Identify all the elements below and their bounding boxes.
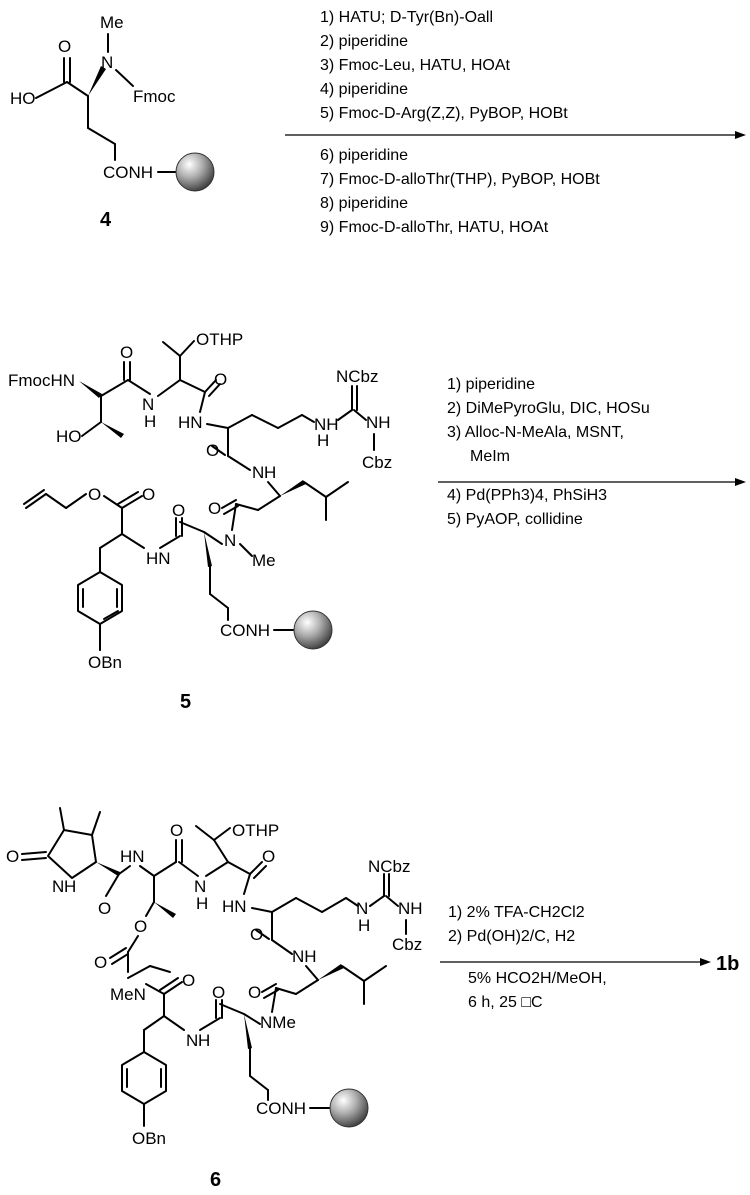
step1-line8: 8) piperidine bbox=[320, 195, 408, 212]
compound-6: O N H O HN O N H O O OTHP bbox=[6, 807, 423, 1191]
c5-hn1-label: HN bbox=[178, 413, 203, 432]
c5-number: 5 bbox=[180, 691, 191, 713]
c6-men-label: MeN bbox=[110, 985, 146, 1004]
c6-o-lac-label: O bbox=[134, 917, 147, 936]
c4-number: 4 bbox=[100, 209, 112, 231]
c5-o5-label: O bbox=[172, 501, 185, 520]
c4-fmoc-label: Fmoc bbox=[133, 87, 176, 106]
step3-line4: 6 h, 25 □C bbox=[468, 994, 543, 1011]
c6-cbz-label: Cbz bbox=[392, 935, 422, 954]
c6-h2-label: H bbox=[358, 916, 370, 935]
c6-h3-label: H bbox=[198, 1031, 210, 1050]
c5-nh1-label: NH bbox=[314, 415, 339, 434]
c5-ho-label: HO bbox=[56, 427, 82, 446]
c5-fmochn-label: FmocHN bbox=[8, 371, 75, 390]
c5-hn2-label: HN bbox=[146, 549, 171, 568]
c5-n2-label: N bbox=[224, 531, 236, 550]
c5-nh3-label: N bbox=[252, 463, 264, 482]
c5-ncbz-label: NCbz bbox=[336, 367, 379, 386]
c6-o5-label: O bbox=[250, 925, 263, 944]
step2: 1) piperidine 2) DiMePyroGlu, DIC, HOSu … bbox=[438, 376, 746, 528]
c6-ncbz-label: NCbz bbox=[368, 857, 411, 876]
compound-4: Me N Fmoc O HO CONH 4 bbox=[10, 13, 215, 231]
step1-line4: 4) piperidine bbox=[320, 81, 408, 98]
c5-o2-label: O bbox=[214, 370, 227, 389]
c4-resin-bead bbox=[175, 152, 215, 192]
step1-line2: 2) piperidine bbox=[320, 33, 408, 50]
svg-text:H: H bbox=[264, 463, 276, 482]
c4-n-label: N bbox=[101, 53, 113, 72]
step3-line3: 5% HCO2H/MeOH, bbox=[468, 970, 607, 987]
c6-hn-label: HN bbox=[120, 847, 145, 866]
step1-line3: 3) Fmoc-Leu, HATU, HOAt bbox=[320, 57, 511, 74]
step2-line2: 2) DiMePyroGlu, DIC, HOSu bbox=[447, 400, 650, 417]
c5-h2-label: H bbox=[317, 431, 329, 450]
c6-o-ala-label: O bbox=[182, 971, 195, 990]
c6-n2-label: N bbox=[356, 899, 368, 918]
c5-o6-label: O bbox=[142, 485, 155, 504]
c5-conh-label: CONH bbox=[220, 621, 270, 640]
c6-nh1-label: NH bbox=[398, 899, 423, 918]
c4-conh-label: CONH bbox=[103, 163, 153, 182]
c6-nme-label: NMe bbox=[260, 1013, 296, 1032]
step3-line1: 1) 2% TFA-CH2Cl2 bbox=[448, 904, 585, 921]
c5-othp-label: OTHP bbox=[196, 330, 243, 349]
c6-nh2-label: NH bbox=[292, 947, 317, 966]
step2-line1: 1) piperidine bbox=[447, 376, 535, 393]
c5-o3-label: O bbox=[206, 441, 219, 460]
c6-resin-bead bbox=[329, 1088, 369, 1128]
c6-o4-label: O bbox=[262, 847, 275, 866]
c5-nh2-label: NH bbox=[366, 413, 391, 432]
c6-o7-label: O bbox=[212, 983, 225, 1002]
step1-line5: 5) Fmoc-D-Arg(Z,Z), PyBOP, HOBt bbox=[320, 105, 568, 122]
c6-number: 6 bbox=[210, 1169, 221, 1191]
c6-o2-label: O bbox=[170, 821, 183, 840]
c6-o-py-label: O bbox=[6, 847, 19, 866]
step1-line6: 6) piperidine bbox=[320, 147, 408, 164]
step3-line2: 2) Pd(OH)2/C, H2 bbox=[448, 928, 575, 945]
c6-n4-label: N bbox=[52, 877, 64, 896]
c5-o1-label: O bbox=[120, 343, 133, 362]
step2-line5: 4) Pd(PPh3)4, PhSiH3 bbox=[447, 487, 607, 504]
c5-resin-bead bbox=[293, 610, 333, 650]
step1: 1) HATU; D-Tyr(Bn)-Oall 2) piperidine 3)… bbox=[285, 9, 746, 236]
c5-obn-label: OBn bbox=[88, 653, 122, 672]
c6-n1-label: N bbox=[194, 877, 206, 896]
c6-o1-label: O bbox=[98, 899, 111, 918]
c6-hn2-label: HN bbox=[222, 897, 247, 916]
c6-o3-label: O bbox=[94, 953, 107, 972]
c4-me-label: Me bbox=[100, 13, 124, 32]
c5-h1-label: H bbox=[144, 412, 156, 431]
c6-n3-label: N bbox=[186, 1031, 198, 1050]
c6-obn-label: OBn bbox=[132, 1129, 166, 1148]
c5-me-label: Me bbox=[252, 551, 276, 570]
step2-line3: 3) Alloc-N-MeAla, MSNT, bbox=[447, 424, 624, 441]
step1-line7: 7) Fmoc-D-alloThr(THP), PyBOP, HOBt bbox=[320, 171, 600, 188]
c5-cbz-label: Cbz bbox=[362, 453, 392, 472]
step1-line1: 1) HATU; D-Tyr(Bn)-Oall bbox=[320, 9, 493, 26]
step2-line4: MeIm bbox=[470, 448, 510, 465]
compound-5: OTHP FmocHN O N H O HO HN NH H bbox=[8, 330, 392, 713]
product-label: 1b bbox=[716, 953, 739, 975]
c6-othp-label: OTHP bbox=[232, 821, 279, 840]
c5-o-allyl-label: O bbox=[88, 485, 101, 504]
c6-o6-label: O bbox=[248, 983, 261, 1002]
c6-h4-label: H bbox=[64, 877, 76, 896]
c6-h1-label: H bbox=[196, 894, 208, 913]
c5-o4-label: O bbox=[208, 499, 221, 518]
step2-line6: 5) PyAOP, collidine bbox=[447, 511, 583, 528]
c4-o-label: O bbox=[58, 37, 71, 56]
step3: 1) 2% TFA-CH2Cl2 2) Pd(OH)2/C, H2 5% HCO… bbox=[440, 904, 739, 1011]
c4-ho-label: HO bbox=[10, 89, 36, 108]
c5-n1-label: N bbox=[142, 395, 154, 414]
c6-conh-label: CONH bbox=[256, 1099, 306, 1118]
step1-line9: 9) Fmoc-D-alloThr, HATU, HOAt bbox=[320, 219, 549, 236]
